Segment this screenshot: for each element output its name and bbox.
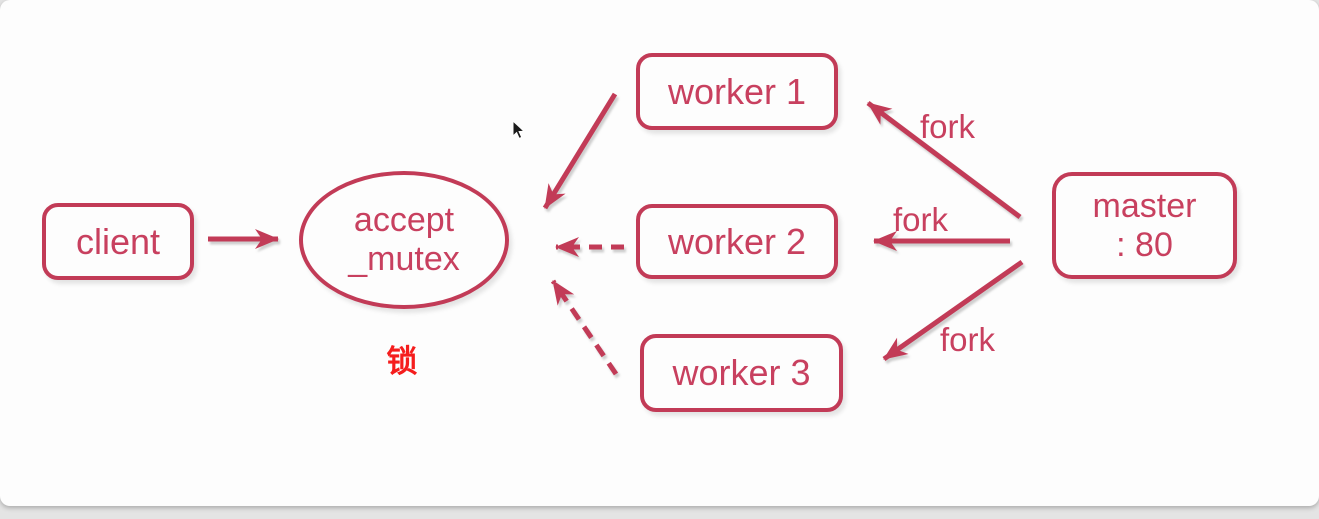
worker-1-label: worker 1 [667,70,807,112]
worker-1-node: worker 1 [636,53,838,130]
worker-3-node: worker 3 [640,334,843,412]
master-node: master : 80 [1052,172,1237,279]
diagram-stage: client accept _mutex 锁 worker 1 worker 2… [42,53,1237,412]
fork-label-top: fork [920,108,976,145]
mouse-cursor-icon [512,120,526,140]
worker-2-node: worker 2 [636,204,838,279]
arrow-worker3-to-mutex-dashed [550,279,619,376]
mutex-label-line2: _mutex [348,240,460,278]
master-label-line1: master [1092,187,1197,226]
fork-label-bottom: fork [940,321,996,358]
arrow-worker1-to-mutex [542,92,618,210]
accept-mutex-node: accept _mutex [299,171,509,309]
fork-label-middle: fork [893,201,949,238]
mutex-label-line1: accept [353,200,455,239]
arrow-master-fork-worker1 [866,101,1022,219]
slide-card: client accept _mutex 锁 worker 1 worker 2… [0,0,1319,506]
arrow-layer [208,92,1024,376]
arrow-master-fork-worker3 [882,259,1024,362]
worker-3-label: worker 3 [672,352,811,393]
worker-2-label: worker 2 [667,220,807,262]
lock-annotation: 锁 [386,344,418,379]
client-node: client [42,203,194,280]
master-label-line2: : 80 [1116,225,1173,264]
client-label: client [75,220,161,262]
